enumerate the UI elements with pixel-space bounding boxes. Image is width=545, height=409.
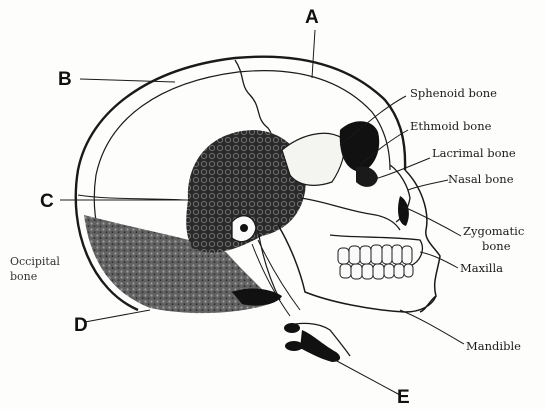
label-mandible: Mandible <box>466 341 521 353</box>
ear-hole <box>240 224 248 232</box>
hyoid-bone <box>284 323 350 362</box>
label-nasal-bone: Nasal bone <box>448 174 514 186</box>
label-sphenoid-bone: Sphenoid bone <box>410 88 497 100</box>
lacrimal-dark <box>356 166 378 186</box>
label-zygomatic-bone-line1: Zygomatic <box>463 226 524 238</box>
label-occipital-bone-line2: bone <box>10 270 37 284</box>
sphenoid-wing <box>282 133 344 185</box>
zygomatic-arch <box>300 198 400 230</box>
face-profile <box>405 170 440 312</box>
lower-teeth <box>340 264 413 279</box>
nasal-dark <box>398 196 409 226</box>
label-b: B <box>58 70 72 89</box>
label-e: E <box>397 388 410 407</box>
label-a: A <box>305 8 319 27</box>
upper-teeth <box>338 245 412 264</box>
label-lacrimal-bone: Lacrimal bone <box>432 148 516 160</box>
label-ethmoid-bone: Ethmoid bone <box>410 121 491 133</box>
label-zygomatic-bone-line2: bone <box>482 241 511 253</box>
label-maxilla: Maxilla <box>460 263 503 275</box>
label-d: D <box>74 316 88 335</box>
label-occipital-bone-line1: Occipital <box>10 255 60 269</box>
label-c: C <box>40 192 54 211</box>
